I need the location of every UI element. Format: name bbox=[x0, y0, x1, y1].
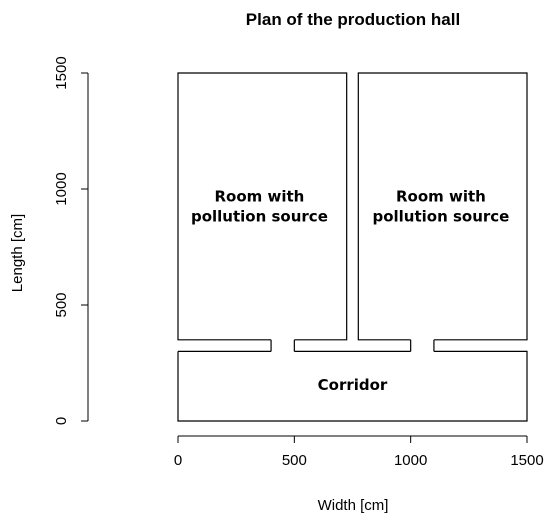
room-right-label: Room with pollution source bbox=[372, 187, 509, 225]
x-tick-label: 500 bbox=[282, 452, 307, 469]
room-left-label: Room with pollution source bbox=[191, 187, 328, 225]
y-tick-label: 0 bbox=[53, 417, 70, 425]
room-right-label-line: Room with bbox=[396, 187, 486, 205]
x-axis-label: Width [cm] bbox=[318, 497, 389, 514]
axes: 0 500 1000 1500 0 500 1000 1500 bbox=[53, 56, 544, 469]
x-tick-label: 0 bbox=[174, 452, 182, 469]
y-axis-label: Length [cm] bbox=[9, 214, 26, 292]
y-tick-label: 1500 bbox=[53, 56, 70, 89]
room-left-label-line: pollution source bbox=[191, 207, 328, 225]
corridor-walls bbox=[177, 350, 528, 422]
corridor-label: Corridor bbox=[318, 376, 388, 394]
room-right-walls bbox=[357, 72, 528, 341]
room-labels: Room with pollution source Room with pollut… bbox=[191, 187, 509, 394]
room-left-walls bbox=[177, 72, 348, 341]
room-right-label-line: pollution source bbox=[372, 207, 509, 225]
chart-title: Plan of the production hall bbox=[246, 10, 460, 29]
corridor-label-line: Corridor bbox=[318, 376, 388, 394]
x-tick-label: 1000 bbox=[394, 452, 427, 469]
y-tick-label: 500 bbox=[53, 292, 70, 317]
room-left-label-line: Room with bbox=[214, 187, 304, 205]
x-tick-label: 1500 bbox=[510, 452, 543, 469]
y-tick-label: 1000 bbox=[53, 172, 70, 205]
plan-walls bbox=[177, 72, 528, 422]
